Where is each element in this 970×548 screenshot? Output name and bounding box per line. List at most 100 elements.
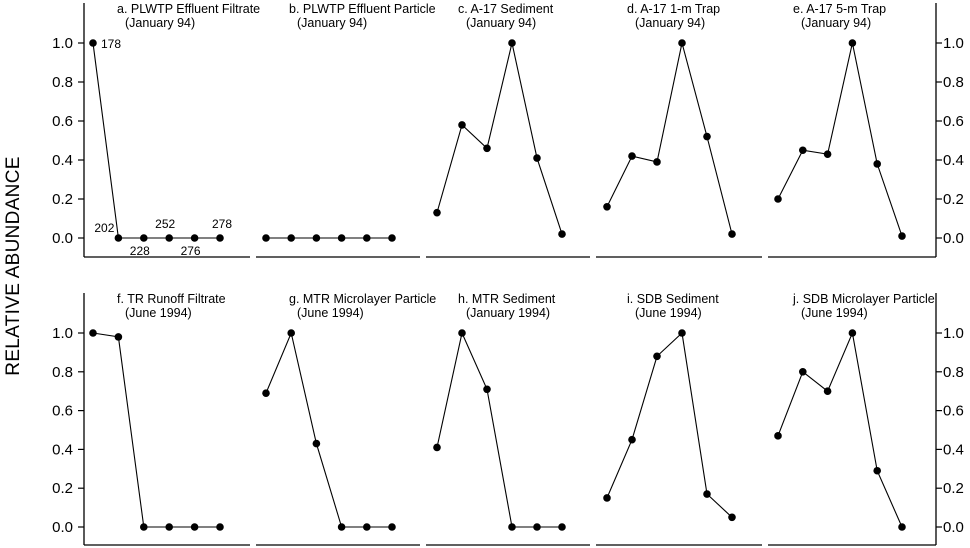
left-y-tick-label: 0.4	[52, 152, 73, 169]
data-point	[628, 435, 636, 444]
data-point	[216, 523, 224, 531]
data-point	[508, 39, 516, 47]
data-point	[533, 154, 541, 162]
data-point	[603, 494, 611, 502]
data-point	[114, 333, 123, 341]
data-point	[262, 234, 270, 242]
data-point	[165, 523, 173, 531]
right-y-tick-label: 0.2	[943, 191, 964, 208]
data-point	[898, 232, 906, 240]
series-line	[777, 331, 903, 528]
data-point	[848, 39, 857, 47]
right-y-tick-label: 0.0	[943, 519, 964, 536]
data-point	[89, 39, 97, 47]
panel-title: f. TR Runoff Filtrate	[117, 292, 226, 306]
data-point	[262, 389, 270, 397]
data-point	[628, 152, 636, 160]
series-line	[606, 42, 733, 235]
right-y-tick-label: 0.6	[943, 403, 964, 420]
left-y-tick-label: 0.2	[52, 191, 73, 208]
data-point	[458, 329, 466, 337]
data-point	[728, 230, 736, 238]
panel-subtitle: (January 94)	[801, 16, 871, 30]
data-point	[678, 39, 686, 47]
panel: c. A-17 Sediment(January 94)	[426, 2, 590, 258]
right-y-tick-label: 1.0	[943, 35, 964, 52]
data-point	[312, 439, 321, 448]
data-point	[483, 385, 491, 394]
right-y-tick-label: 0.0	[943, 230, 964, 247]
data-point	[823, 387, 832, 396]
data-point	[653, 158, 661, 166]
panel-title: b. PLWTP Effluent Particle	[289, 2, 436, 16]
panel-title: g. MTR Microlayer Particle	[289, 292, 436, 306]
point-label: 252	[155, 217, 175, 231]
point-label: 178	[101, 37, 121, 51]
data-point	[703, 490, 711, 498]
panel: i. SDB Sediment(June 1994)	[596, 292, 762, 546]
series-line	[92, 332, 220, 528]
data-point	[653, 352, 661, 361]
data-point	[388, 523, 396, 531]
left-y-tick-label: 0.4	[52, 441, 73, 458]
left-y-tick-label: 0.6	[52, 403, 73, 420]
data-point	[312, 234, 321, 242]
data-point	[823, 150, 832, 158]
right-y-tick-label: 0.4	[943, 152, 964, 169]
series-line	[436, 331, 562, 528]
data-point	[433, 208, 441, 217]
panels: a. PLWTP Effluent Filtrate(January 94)17…	[84, 2, 936, 546]
left-y-tick-label: 0.2	[52, 480, 73, 497]
point-label: 278	[212, 217, 232, 231]
panel-subtitle: (January 1994)	[466, 306, 550, 320]
panel-title: d. A-17 1-m Trap	[627, 2, 720, 16]
data-point	[140, 234, 148, 242]
panel-subtitle: (June 1994)	[125, 306, 192, 320]
left-y-tick-label: 0.8	[52, 364, 73, 381]
panel: h. MTR Sediment(January 1994)	[426, 292, 590, 546]
left-y-tick-label: 0.0	[52, 519, 73, 536]
left-y-tick-label: 1.0	[52, 35, 73, 52]
left-y-tick-label: 0.6	[52, 113, 73, 130]
data-point	[558, 230, 566, 238]
left-y-tick-label: 1.0	[52, 325, 73, 342]
panel-title: e. A-17 5-m Trap	[793, 2, 886, 16]
panel: g. MTR Microlayer Particle(June 1994)	[256, 292, 436, 546]
panel: d. A-17 1-m Trap(January 94)	[596, 2, 762, 258]
data-point	[774, 432, 782, 440]
right-y-tick-label: 0.6	[943, 113, 964, 130]
data-point	[287, 234, 296, 242]
data-point	[190, 523, 199, 531]
panel-title: j. SDB Microlayer Particle	[792, 292, 935, 306]
panel-subtitle: (January 94)	[635, 16, 705, 30]
data-point	[799, 146, 807, 155]
data-point	[190, 234, 199, 242]
data-point	[89, 329, 97, 337]
panel-subtitle: (January 94)	[466, 16, 536, 30]
panel-subtitle: (January 94)	[125, 16, 195, 30]
data-point	[140, 523, 148, 531]
right-y-tick-label: 0.8	[943, 74, 964, 91]
right-y-tick-label: 1.0	[943, 325, 964, 342]
data-point	[114, 234, 123, 242]
panel-subtitle: (January 94)	[297, 16, 367, 30]
panel-title: h. MTR Sediment	[458, 292, 556, 306]
y-axes: 0.0 0.0 0.2 0.2 0.4 0.4 0.6 0.6 0.8 0.8 1.0 1.0 0.0 0…	[52, 3, 964, 545]
panel: f. TR Runoff Filtrate(June 1994)	[84, 292, 250, 546]
data-point	[558, 523, 566, 531]
panel-title: i. SDB Sediment	[627, 292, 719, 306]
panel-subtitle: (June 1994)	[635, 306, 702, 320]
data-point	[433, 443, 441, 452]
data-point	[774, 195, 782, 203]
panel: e. A-17 5-m Trap(January 94)	[768, 2, 936, 258]
data-point	[337, 523, 346, 531]
series-line	[777, 42, 903, 237]
left-y-tick-label: 0.8	[52, 74, 73, 91]
panel: j. SDB Microlayer Particle(June 1994)	[768, 292, 936, 546]
right-y-tick-label: 0.8	[943, 364, 964, 381]
panel-title: c. A-17 Sediment	[458, 2, 554, 16]
data-point	[337, 234, 346, 242]
panel-title: a. PLWTP Effluent Filtrate	[117, 2, 260, 16]
series-line	[265, 331, 392, 528]
